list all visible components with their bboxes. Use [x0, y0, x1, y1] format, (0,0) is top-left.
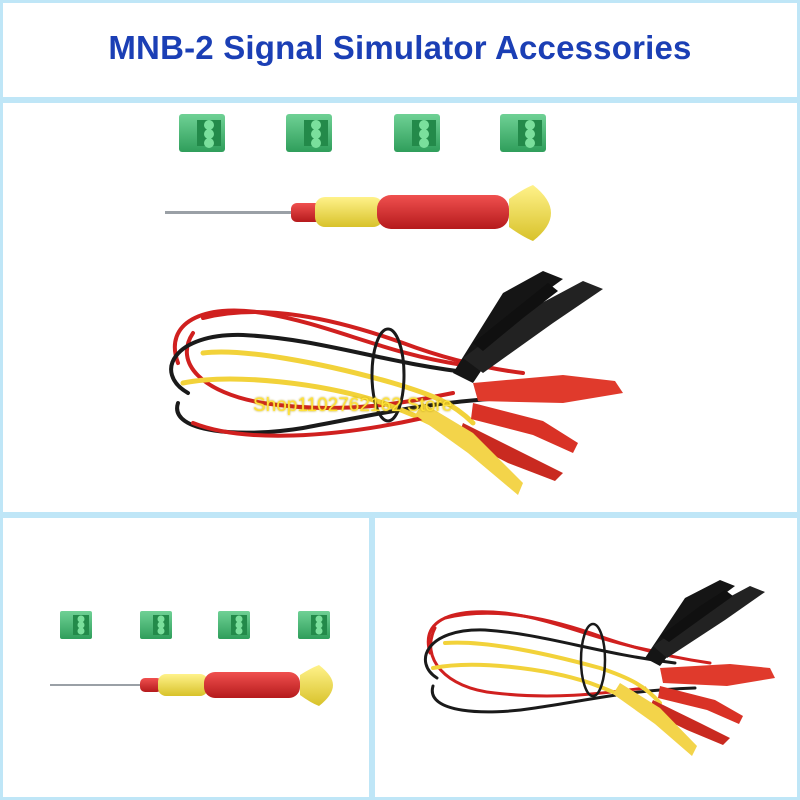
terminal-block [394, 114, 440, 152]
terminal-block [298, 611, 330, 639]
terminal-block [218, 611, 250, 639]
main-photo [165, 114, 623, 495]
alligator-clip-yellow [613, 683, 697, 756]
terminal-block [60, 611, 92, 639]
test-leads [423, 610, 712, 718]
screwdriver-terminal-panel [0, 515, 372, 800]
terminal-block [179, 114, 225, 152]
terminal-block [500, 114, 546, 152]
alligator-clips-black [645, 580, 765, 666]
test-leads-photo [423, 580, 775, 756]
screwdriver-terminal-photo [50, 611, 333, 706]
terminal-block [286, 114, 332, 152]
test-leads-panel [372, 515, 800, 800]
page-title: MNB-2 Signal Simulator Accessories [108, 29, 692, 66]
store-watermark: Shop1102762162 Store [253, 395, 453, 416]
alligator-clips-black [453, 271, 603, 383]
alligator-clips-red [458, 375, 623, 481]
alligator-clips-red [648, 664, 775, 745]
title-banner: MNB-2 Signal Simulator Accessories [0, 0, 800, 100]
screwdriver [50, 665, 333, 706]
terminal-block [140, 611, 172, 639]
alligator-clip-yellow [415, 403, 523, 495]
main-photo-panel: Shop1102762162 Store [0, 100, 800, 515]
screwdriver [165, 185, 551, 241]
